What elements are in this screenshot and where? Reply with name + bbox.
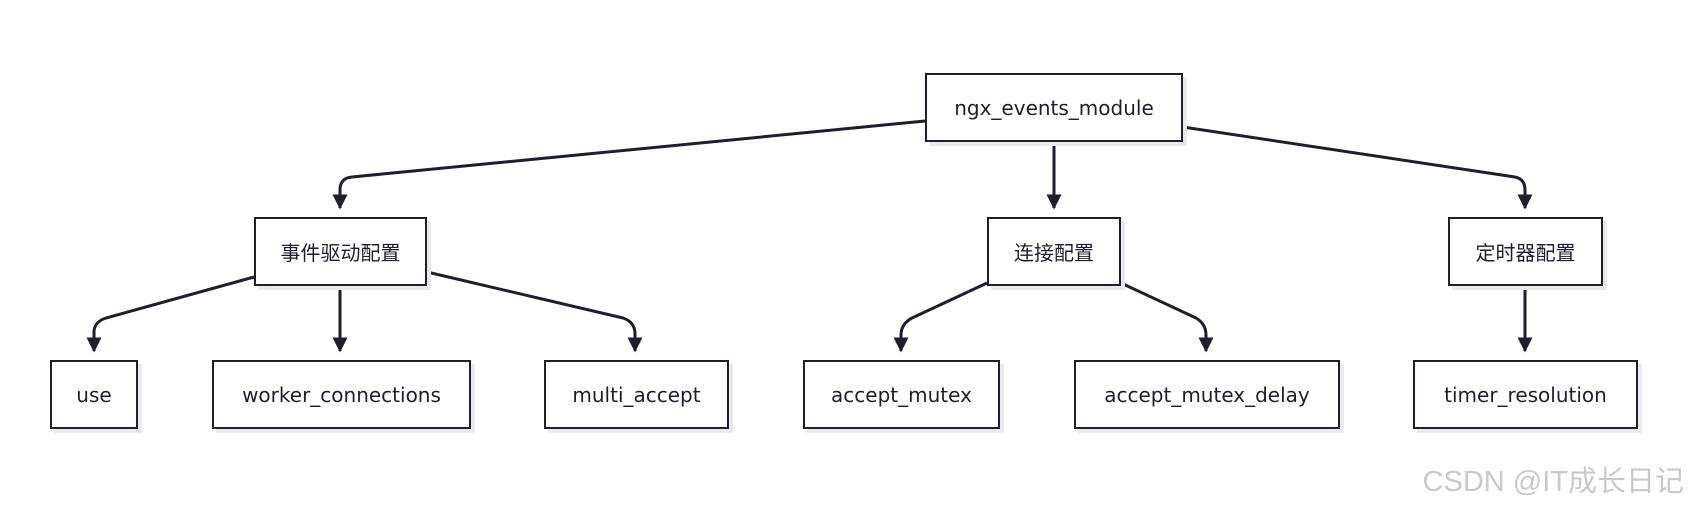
node-accept-mutex-delay: accept_mutex_delay (1074, 360, 1340, 429)
node-accept-mutex: accept_mutex (803, 360, 1000, 429)
node-event-driven-config: 事件驱动配置 (254, 217, 427, 286)
node-label: 定时器配置 (1475, 241, 1576, 265)
node-label: worker_connections (242, 382, 441, 407)
node-label: multi_accept (572, 382, 701, 407)
node-use: use (50, 360, 138, 429)
node-multi-accept: multi_accept (544, 360, 729, 429)
node-label: timer_resolution (1444, 382, 1607, 407)
node-worker-connections: worker_connections (212, 360, 471, 429)
node-label: ngx_events_module (954, 95, 1154, 120)
node-ngx-events-module: ngx_events_module (925, 73, 1183, 142)
node-label: 事件驱动配置 (280, 241, 401, 265)
node-timer-config: 定时器配置 (1448, 217, 1603, 286)
edge-connection-to-accept-mutex (893, 281, 988, 353)
node-connection-config: 连接配置 (987, 217, 1121, 286)
edge-connection-to-accept-mutex-delay (1120, 281, 1214, 353)
edge-event-driven-to-multi-accept (426, 270, 643, 353)
edge-root-to-event-driven-config (332, 119, 926, 210)
node-label: accept_mutex_delay (1104, 382, 1310, 407)
node-label: use (76, 382, 112, 407)
node-label: accept_mutex (831, 382, 972, 407)
edge-root-to-timer-config (1182, 125, 1533, 210)
watermark: CSDN @IT成长日记 (1422, 466, 1684, 498)
edge-event-driven-to-use (86, 275, 255, 353)
node-timer-resolution: timer_resolution (1413, 360, 1638, 429)
node-label: 连接配置 (1014, 241, 1094, 265)
